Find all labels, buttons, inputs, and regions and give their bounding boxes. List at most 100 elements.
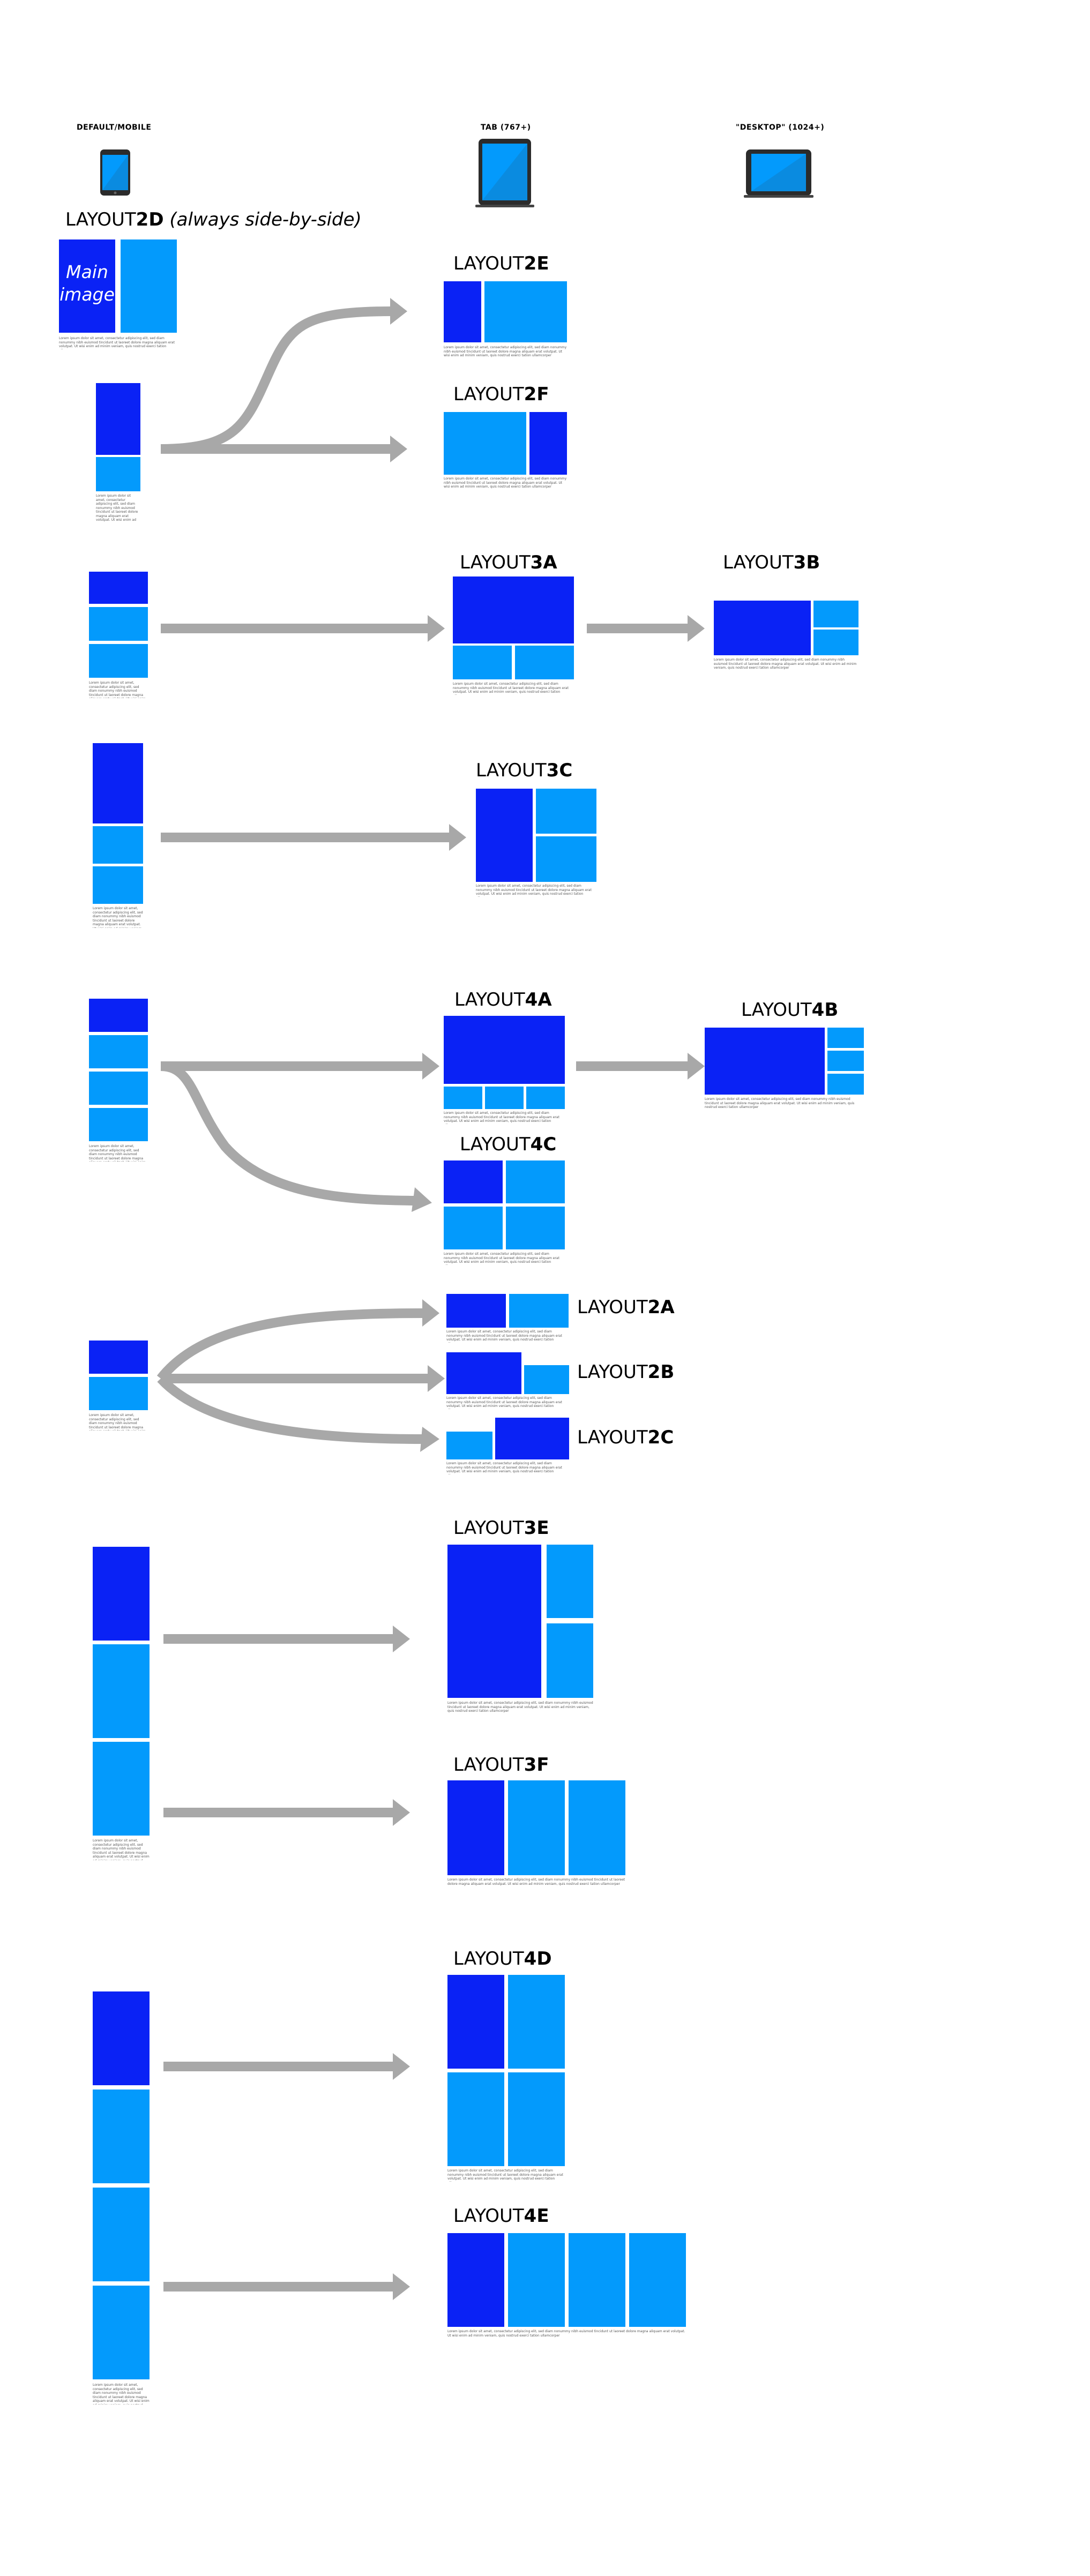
layout-2b-title: LAYOUT2B xyxy=(577,1361,675,1383)
layout-4e-block-3 xyxy=(569,2233,625,2327)
arrow-4a xyxy=(161,1053,439,1080)
caption-2b: Lorem ipsum dolor sit amet, consectetur … xyxy=(446,1396,562,1409)
layout-4e-block-2 xyxy=(508,2233,565,2327)
layout-2d-title: LAYOUT2D (always side-by-side) xyxy=(65,209,362,230)
mobile-2ef-block-2 xyxy=(96,457,140,491)
arrow-2a-head xyxy=(422,1299,439,1327)
arrow-4b xyxy=(576,1053,705,1080)
mobile-4de-block-1 xyxy=(93,1991,150,2085)
layout-2f-title: LAYOUT2F xyxy=(453,384,549,405)
layout-3e-block-main xyxy=(447,1545,541,1698)
layout-4d-block-1 xyxy=(447,1975,504,2069)
mobile-2abc-block-1 xyxy=(89,1341,148,1374)
mobile-4de-block-4 xyxy=(93,2286,150,2379)
arrow-2a xyxy=(156,1308,424,1382)
layout-3f-block-1 xyxy=(447,1780,504,1875)
layout-3e-block-3 xyxy=(547,1623,593,1698)
layout-2e-block-secondary xyxy=(484,281,567,342)
layout-4d-block-4 xyxy=(508,2072,565,2166)
layout-2e-title: LAYOUT2E xyxy=(453,253,549,274)
layout-4a-block-main xyxy=(444,1016,565,1084)
mobile-4a-block-1 xyxy=(89,999,148,1032)
main-image-block xyxy=(59,239,115,333)
mobile-3ef-block-3 xyxy=(93,1742,150,1836)
header-mobile: DEFAULT/MOBILE xyxy=(77,123,152,132)
layout-2a-title: LAYOUT2A xyxy=(577,1297,675,1318)
layout-2f-block-main xyxy=(529,412,567,475)
caption-4a: Lorem ipsum dolor sit amet, consectetur … xyxy=(444,1111,559,1124)
layout-4b-title: LAYOUT4B xyxy=(741,999,839,1021)
layout-4c-block-2 xyxy=(506,1160,565,1203)
arrow-4c-head xyxy=(412,1187,432,1212)
arrow-2c xyxy=(157,1375,423,1444)
arrow-3b xyxy=(587,615,705,642)
caption-3e: Lorem ipsum dolor sit amet, consectetur … xyxy=(447,1701,593,1713)
mobile-4de-block-3 xyxy=(93,2188,150,2281)
layout-3f-title: LAYOUT3F xyxy=(453,1754,549,1776)
layout-4c-block-3 xyxy=(444,1207,503,1249)
mobile-3a-block-3 xyxy=(89,644,148,678)
layout-4a-title: LAYOUT4A xyxy=(454,989,552,1010)
mobile-4a-block-3 xyxy=(89,1072,148,1105)
caption-2e: Lorem ipsum dolor sit amet, consectetur … xyxy=(444,346,567,357)
caption-mobile-3a: Lorem ipsum dolor sit amet, consectetur … xyxy=(89,681,146,698)
mobile-2abc-block-2 xyxy=(89,1377,148,1410)
mobile-3c-block-1 xyxy=(93,743,143,823)
arrow-2e xyxy=(160,306,392,454)
layout-4c-block-1 xyxy=(444,1160,503,1203)
layout-4e-block-1 xyxy=(447,2233,504,2327)
layout-4e-title: LAYOUT4E xyxy=(453,2205,549,2227)
header-tab: TAB (767+) xyxy=(481,123,531,132)
arrow-3c xyxy=(161,824,466,851)
caption-mobile-2ef: Lorem ipsum dolor sit amet, consectetur … xyxy=(96,494,138,522)
layout-4a-block-3 xyxy=(485,1087,524,1109)
caption-4b: Lorem ipsum dolor sit amet, consectetur … xyxy=(705,1097,855,1109)
layout-4a-block-2 xyxy=(444,1087,482,1109)
mobile-3c-block-3 xyxy=(93,866,143,904)
tablet-landscape-icon xyxy=(744,149,813,198)
arrow-2b xyxy=(161,1365,445,1392)
mobile-4de-block-2 xyxy=(93,2090,150,2183)
layout-3c-title: LAYOUT3C xyxy=(476,760,573,781)
layout-3c-block-main xyxy=(476,789,533,882)
layout-3a-block-3 xyxy=(515,646,574,679)
layout-3b-block-main xyxy=(714,601,811,655)
caption-3f: Lorem ipsum dolor sit amet, consectetur … xyxy=(447,1878,625,1886)
caption-3c: Lorem ipsum dolor sit amet, consectetur … xyxy=(476,884,592,897)
caption-4c: Lorem ipsum dolor sit amet, consectetur … xyxy=(444,1252,559,1265)
layout-3b-block-2 xyxy=(813,601,858,627)
main-image-label: Main image xyxy=(59,261,115,305)
arrow-2c-head xyxy=(420,1427,439,1452)
layout-3e-title: LAYOUT3E xyxy=(453,1517,549,1539)
layout-2f-block-secondary xyxy=(444,412,526,475)
caption-4d: Lorem ipsum dolor sit amet, consectetur … xyxy=(447,2169,563,2182)
arrow-4d xyxy=(163,2053,410,2080)
secondary-image-block xyxy=(121,239,177,333)
layout-3b-block-3 xyxy=(813,630,858,655)
layout-2a-block-1 xyxy=(446,1294,506,1328)
caption-3a: Lorem ipsum dolor sit amet, consectetur … xyxy=(453,682,569,695)
mobile-2ef-block-1 xyxy=(96,383,140,455)
layout-4c-block-4 xyxy=(506,1207,565,1249)
mobile-4a-block-2 xyxy=(89,1035,148,1068)
caption-2a: Lorem ipsum dolor sit amet, consectetur … xyxy=(446,1330,562,1343)
arrow-3a xyxy=(161,615,445,642)
layout-4b-block-4 xyxy=(827,1074,864,1095)
layout-3b-title: LAYOUT3B xyxy=(723,552,820,573)
layout-4d-title: LAYOUT4D xyxy=(453,1948,552,1970)
layout-4d-block-3 xyxy=(447,2072,504,2166)
mobile-3ef-block-1 xyxy=(93,1547,150,1641)
caption-mobile-4de: Lorem ipsum dolor sit amet, consectetur … xyxy=(93,2383,150,2405)
arrow-2f xyxy=(161,436,407,462)
caption-4e: Lorem ipsum dolor sit amet, consectetur … xyxy=(447,2330,685,2338)
layout-4b-block-2 xyxy=(827,1028,864,1048)
layout-2b-block-2 xyxy=(524,1365,569,1394)
arrow-4c xyxy=(160,1061,415,1205)
layout-4e-block-4 xyxy=(629,2233,686,2327)
mobile-3a-block-1 xyxy=(89,572,148,604)
caption-mobile-2abc: Lorem ipsum dolor sit amet, consectetur … xyxy=(89,1413,146,1431)
arrow-3f xyxy=(163,1799,410,1826)
arrow-3e xyxy=(163,1626,410,1652)
phone-icon xyxy=(100,149,130,196)
layout-4b-block-main xyxy=(705,1028,825,1095)
